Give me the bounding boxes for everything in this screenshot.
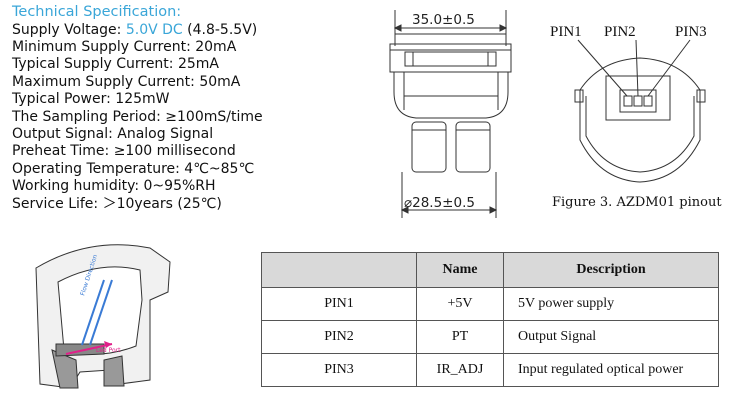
cross-section-drawing <box>35 244 171 389</box>
spec-humidity: Working humidity: 0~95%RH <box>12 178 216 195</box>
table-header-row: Name Description <box>261 252 719 288</box>
header-name: Name <box>416 252 504 288</box>
side-view-drawing <box>389 10 512 218</box>
spec-output: Output Signal: Analog Signal <box>12 125 214 142</box>
row-description: Output Signal <box>503 320 719 354</box>
spec-voltage-value: 5.0V DC <box>125 21 183 38</box>
spec-op-temp: Operating Temperature: 4℃~85℃ <box>12 160 255 177</box>
row-pin: PIN3 <box>261 353 417 387</box>
led-port-label: Led Port <box>96 347 121 354</box>
figure-caption: Figure 3. AZDM01 pinout <box>552 195 722 210</box>
table-row: PIN1 +5V 5V power supply <box>261 287 719 321</box>
pin3-label: PIN3 <box>675 24 707 40</box>
spec-power: Typical Power: 125mW <box>12 91 170 108</box>
row-name: IR_ADJ <box>416 353 504 387</box>
spec-service: Service Life: ＞10years (25℃) <box>12 195 222 212</box>
table-row: PIN2 PT Output Signal <box>261 320 719 354</box>
dim-top-label: 35.0±0.5 <box>412 12 475 28</box>
spec-voltage-label: Supply Voltage: <box>12 21 126 38</box>
row-description: Input regulated optical power <box>503 353 719 387</box>
pinout-drawing <box>574 39 706 183</box>
spec-min-current: Minimum Supply Current: 20mA <box>12 38 237 55</box>
pin2-label: PIN2 <box>604 24 636 40</box>
spec-preheat: Preheat Time: ≥100 millisecond <box>12 143 236 160</box>
pinout-table: Name Description PIN1 +5V 5V power suppl… <box>261 252 719 387</box>
row-pin: PIN2 <box>261 320 417 354</box>
dim-bottom-label: ⌀28.5±0.5 <box>404 195 475 211</box>
spec-supply-voltage: Supply Voltage: 5.0V DC (4.8-5.5V) <box>12 22 312 39</box>
spec-typ-current: Typical Supply Current: 25mA <box>12 56 219 73</box>
table-row: PIN3 IR_ADJ Input regulated optical powe… <box>261 353 719 387</box>
header-pin <box>261 252 417 288</box>
spec-sampling: The Sampling Period: ≥100mS/time <box>12 108 263 125</box>
pin1-label: PIN1 <box>550 24 582 40</box>
flow-arrow-down <box>89 279 113 346</box>
row-name: PT <box>416 320 504 354</box>
row-pin: PIN1 <box>261 287 417 321</box>
spec-block: Technical Specification: Supply Voltage:… <box>12 4 312 213</box>
row-description: 5V power supply <box>503 287 719 321</box>
row-name: +5V <box>416 287 504 321</box>
spec-max-current: Maximum Supply Current: 50mA <box>12 73 241 90</box>
spec-title: Technical Specification: <box>12 4 182 20</box>
led-arrow <box>65 343 113 355</box>
flow-arrow-up <box>81 279 105 346</box>
spec-voltage-range: (4.8-5.5V) <box>182 21 258 38</box>
header-description: Description <box>503 252 719 288</box>
